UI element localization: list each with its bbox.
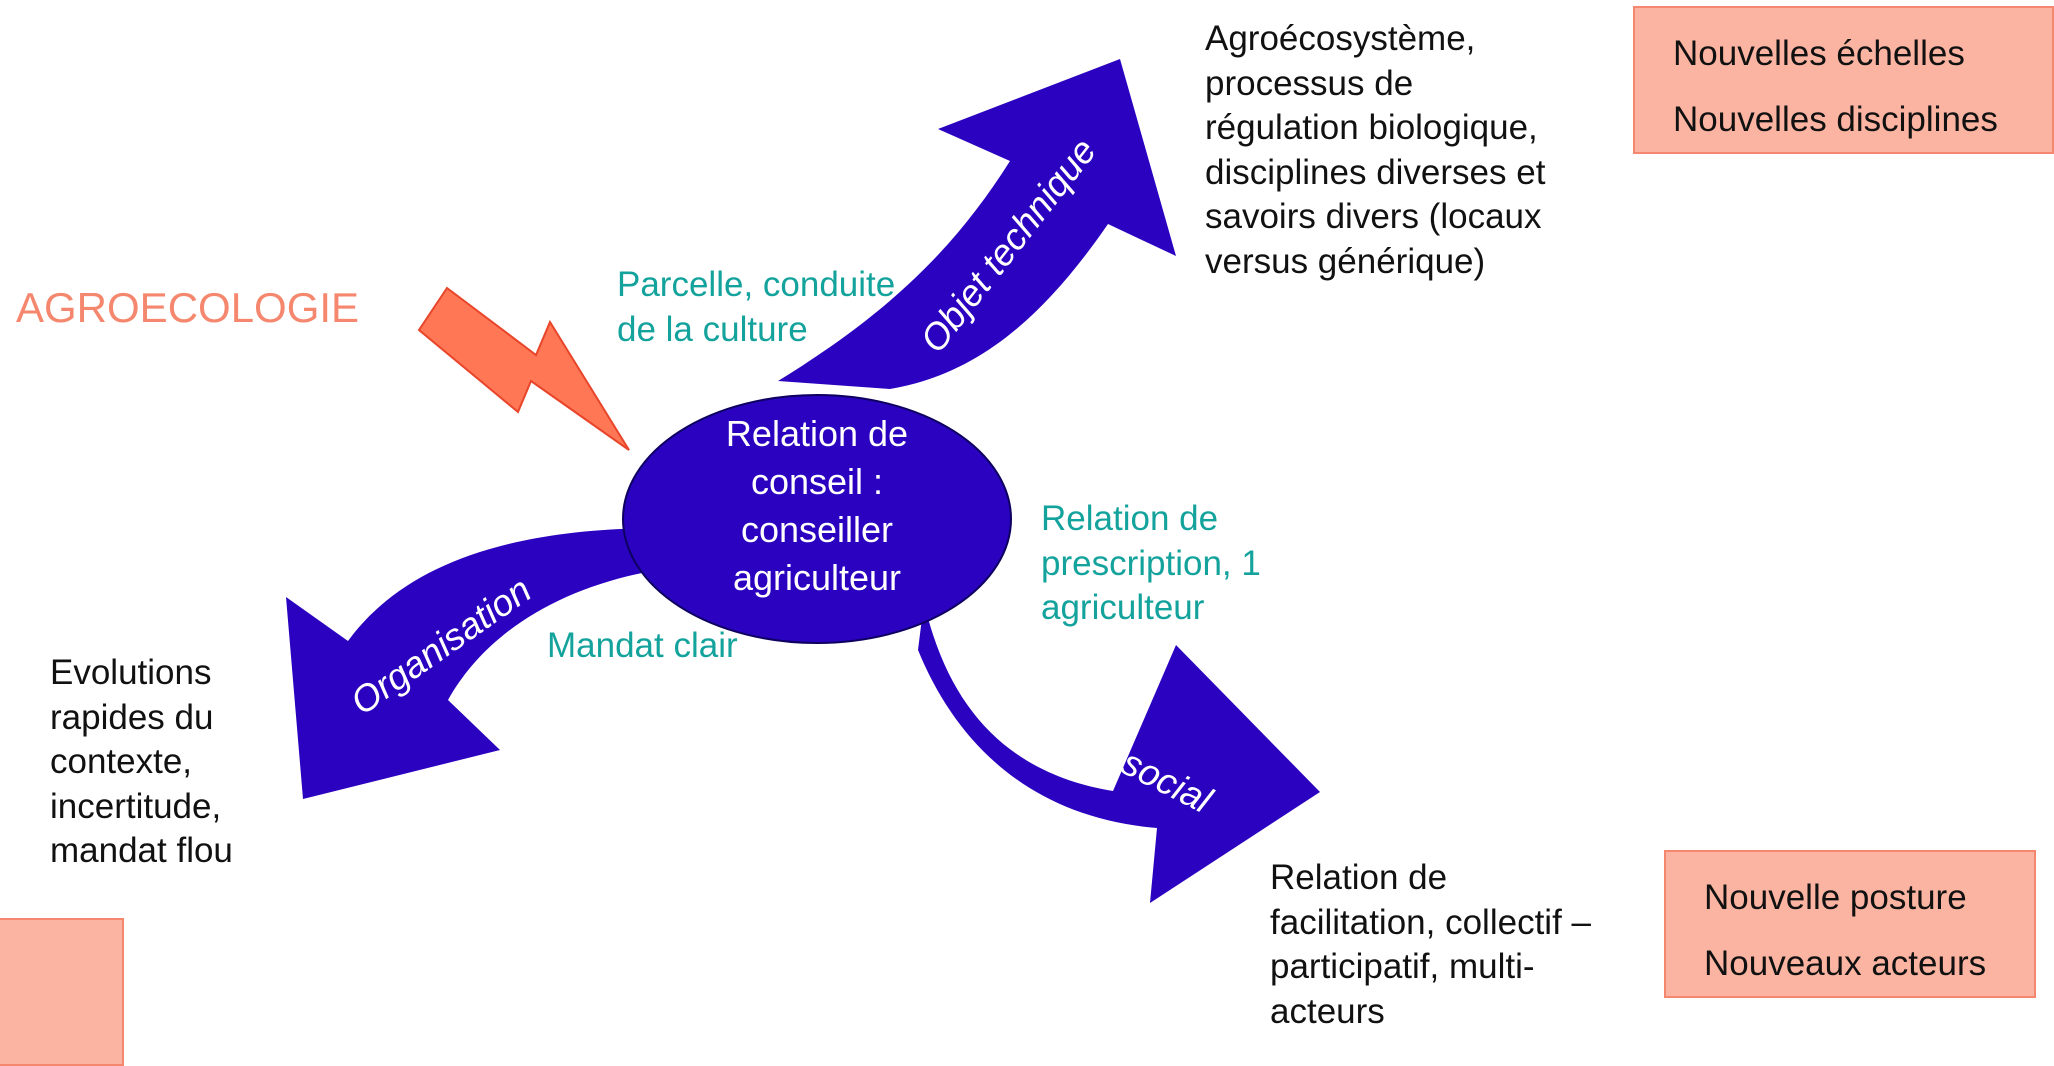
- label-line: Relation de: [1041, 499, 1219, 538]
- label-mandat-clair: Mandat clair: [547, 626, 738, 665]
- label-line: prescription, 1: [1041, 543, 1261, 583]
- text-line: incertitude,: [50, 786, 222, 826]
- label-prescription: Relation de prescription, 1 agriculteur: [1041, 497, 1261, 631]
- center-line: Relation de: [726, 413, 908, 454]
- text-line: Relation de: [1270, 858, 1448, 897]
- text-line: acteurs: [1270, 991, 1385, 1031]
- box-item: Nouvelle posture: [1704, 878, 1967, 917]
- label-line: Parcelle, conduite: [617, 265, 896, 304]
- text-line: mandat flou: [50, 831, 233, 870]
- text-facilitation: Relation de facilitation, collectif – pa…: [1270, 856, 1591, 1034]
- center-line: conseiller: [741, 509, 893, 550]
- label-line: agriculteur: [1041, 588, 1205, 627]
- center-line: conseil :: [751, 461, 883, 502]
- text-line: rapides du: [50, 697, 214, 737]
- arrow-objet-social: [918, 602, 1320, 903]
- text-line: Evolutions: [50, 653, 212, 692]
- text-line: facilitation, collectif –: [1270, 902, 1591, 942]
- lightning-bolt-icon: [417, 286, 630, 451]
- box-nouvelle-posture: Nouvelle posture Nouveaux acteurs: [1664, 850, 2036, 998]
- text-line: régulation biologique,: [1205, 108, 1538, 147]
- center-line: agriculteur: [733, 557, 901, 598]
- arrow-organisation: [286, 528, 652, 799]
- text-line: processus de: [1205, 63, 1414, 103]
- label-parcelle: Parcelle, conduite de la culture: [617, 263, 895, 352]
- box-item: Nouvelles disciplines: [1673, 100, 1998, 139]
- agroecologie-title: AGROECOLOGIE: [16, 284, 360, 331]
- text-line: disciplines diverses et: [1205, 152, 1546, 192]
- text-line: savoirs divers (locaux: [1205, 197, 1542, 236]
- text-line: versus générique): [1205, 241, 1486, 281]
- text-evolutions: Evolutions rapides du contexte, incertit…: [50, 651, 233, 874]
- box-item: Nouveaux acteurs: [1704, 944, 1987, 983]
- center-ellipse: [622, 394, 1012, 644]
- text-line: participatif, multi-: [1270, 947, 1535, 986]
- arrow-objet-technique: [778, 59, 1176, 389]
- box-nouvelles-echelles: Nouvelles échelles Nouvelles disciplines: [1633, 6, 2054, 154]
- box-corner-decoration: [0, 918, 124, 1066]
- text-line: contexte,: [50, 742, 193, 781]
- center-label: Relation de conseil : conseiller agricul…: [726, 413, 908, 598]
- text-agroecosysteme: Agroécosystème, processus de régulation …: [1205, 17, 1545, 284]
- box-item: Nouvelles échelles: [1673, 34, 1965, 73]
- label-line: de la culture: [617, 309, 808, 349]
- text-line: Agroécosystème,: [1205, 19, 1476, 58]
